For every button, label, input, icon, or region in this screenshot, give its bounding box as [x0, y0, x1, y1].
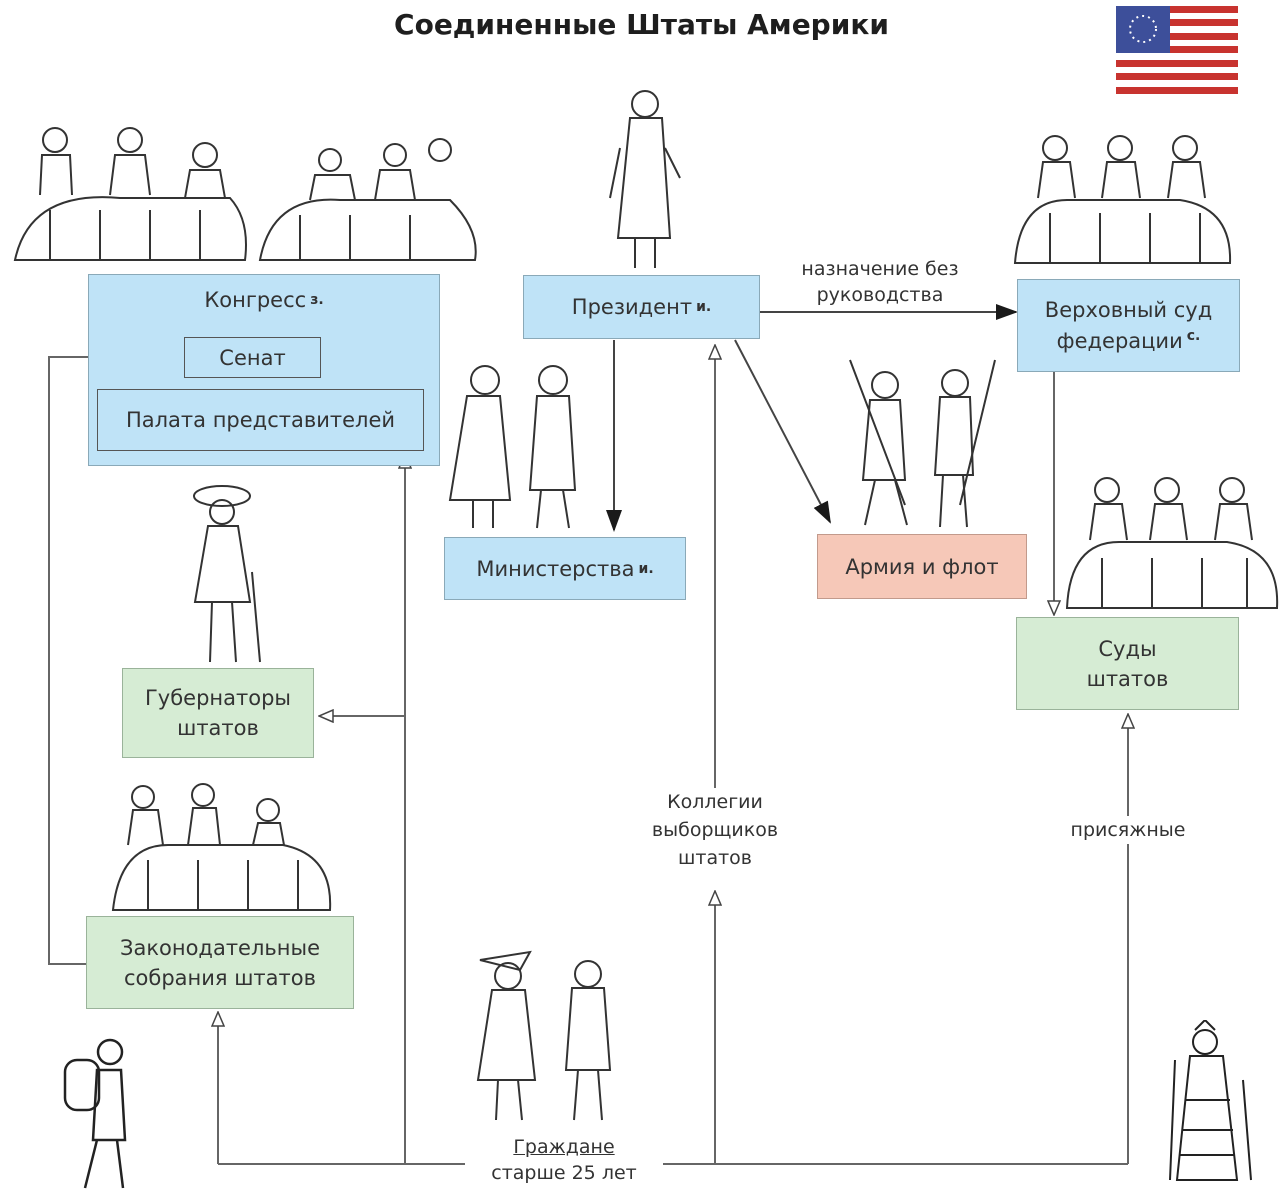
supreme-court-sup: с.: [1186, 328, 1201, 344]
army-box: Армия и флот: [817, 534, 1027, 599]
citizens-label: Граждане старше 25 лет: [462, 1134, 666, 1186]
citizens-line2: старше 25 лет: [491, 1162, 637, 1184]
supreme-court-illustration: [1013, 135, 1232, 264]
legislatures-line1: Законодательные: [119, 935, 320, 960]
state-courts-line2: штатов: [1086, 666, 1169, 691]
page-title: Соединенные Штаты Америки: [394, 8, 889, 41]
president-sup: и.: [696, 299, 712, 315]
governors-line2: штатов: [177, 716, 259, 740]
congress-sup: з.: [310, 292, 324, 308]
congress-label: Конгресс: [204, 288, 307, 312]
house-label: Палата представителей: [125, 408, 396, 432]
electors-label: Коллегии выборщиков штатов: [610, 788, 820, 872]
appointment-line2: руководства: [816, 284, 944, 306]
governors-line1: Губернаторы: [144, 686, 292, 710]
state-courts-line1: Суды: [1098, 636, 1157, 661]
supreme-court-line1: Верховный суд: [1044, 298, 1213, 322]
jurors-text: присяжные: [1070, 819, 1186, 841]
jurors-label: присяжные: [1040, 816, 1216, 844]
ministers-illustration: [448, 365, 577, 529]
congress-table-illustration: [13, 127, 477, 261]
native-illustration: [1169, 1020, 1252, 1181]
supreme-court-line2: федерации: [1056, 329, 1183, 353]
settler-illustration: [63, 1038, 127, 1189]
legislatures-line2: собрания штатов: [123, 965, 316, 990]
appointment-label: назначение без руководства: [770, 256, 990, 308]
citizens-line1: Граждане: [513, 1136, 615, 1158]
appointment-line1: назначение без: [801, 258, 959, 280]
governors-box: Губернаторы штатов: [122, 668, 314, 758]
president-illustration: [609, 90, 681, 268]
senate-label: Сенат: [219, 345, 286, 370]
senate-box: Сенат: [184, 337, 321, 378]
citizens-illustration: [476, 950, 612, 1121]
legislature-illustration: [111, 783, 332, 911]
state-courts-illustration: [1065, 477, 1279, 609]
legislatures-box: Законодательные собрания штатов: [86, 916, 354, 1009]
governor-illustration: [193, 485, 261, 663]
ministries-sup: и.: [638, 560, 654, 577]
army-label: Армия и флот: [845, 554, 999, 579]
electors-line2: выборщиков: [651, 819, 779, 841]
president-label: Президент: [571, 295, 693, 319]
ministries-label: Министерства: [476, 556, 635, 581]
electors-line3: штатов: [678, 847, 752, 869]
electors-line1: Коллегии: [667, 791, 763, 813]
house-box: Палата представителей: [97, 389, 424, 451]
army-illustration: [849, 359, 996, 528]
state-courts-box: Суды штатов: [1016, 617, 1239, 710]
us-flag-icon: [1116, 6, 1238, 94]
